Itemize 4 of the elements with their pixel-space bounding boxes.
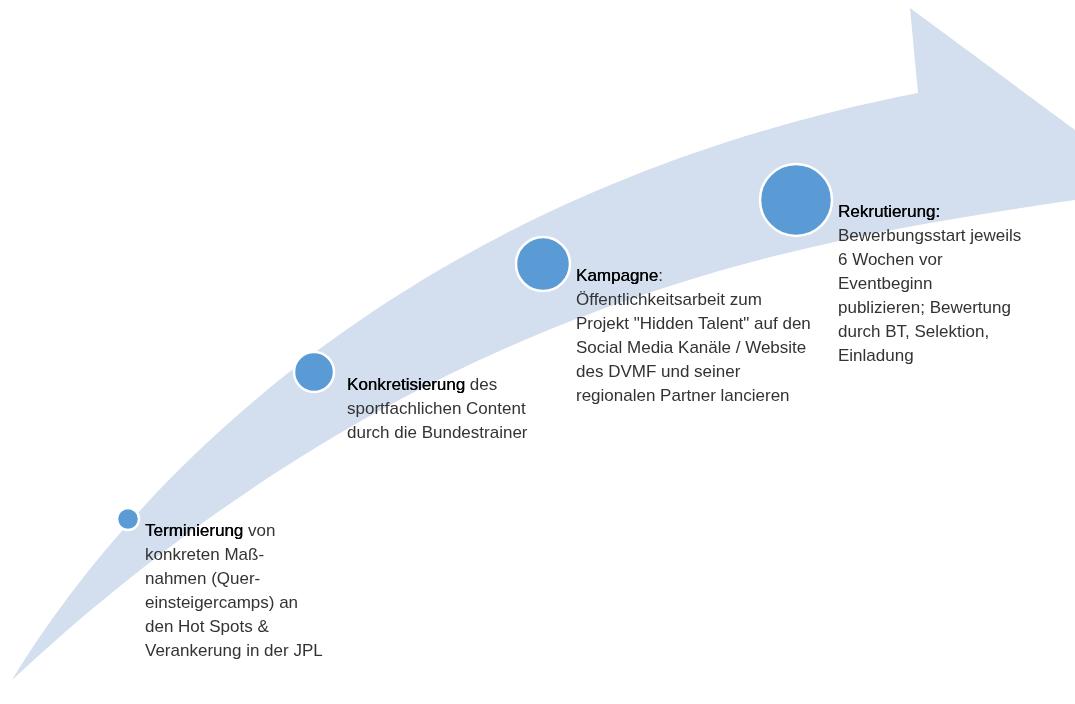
step-description: Terminierung von konkreten Maß- nahmen (Quer- einsteigercamps) an den Hot Spots & Verankerung in der JPL [145, 520, 324, 662]
step-description: Konkretisierung des sportfachlichen Content durch die Bundestrainer [347, 374, 529, 444]
step-description: Rekrutierung: Bewerbungsstart jeweils 6 Wochen vor Eventbeginn publizieren; Bewertung durch BT, Selektion, Einladung [838, 201, 1023, 367]
step-description: Kampagne: Öffentlichkeitsarbeit zum Projekt "Hidden Talent" auf den Social Media Kanäle / Website des DVMF und seiner regionalen Partner lancieren [576, 265, 812, 407]
